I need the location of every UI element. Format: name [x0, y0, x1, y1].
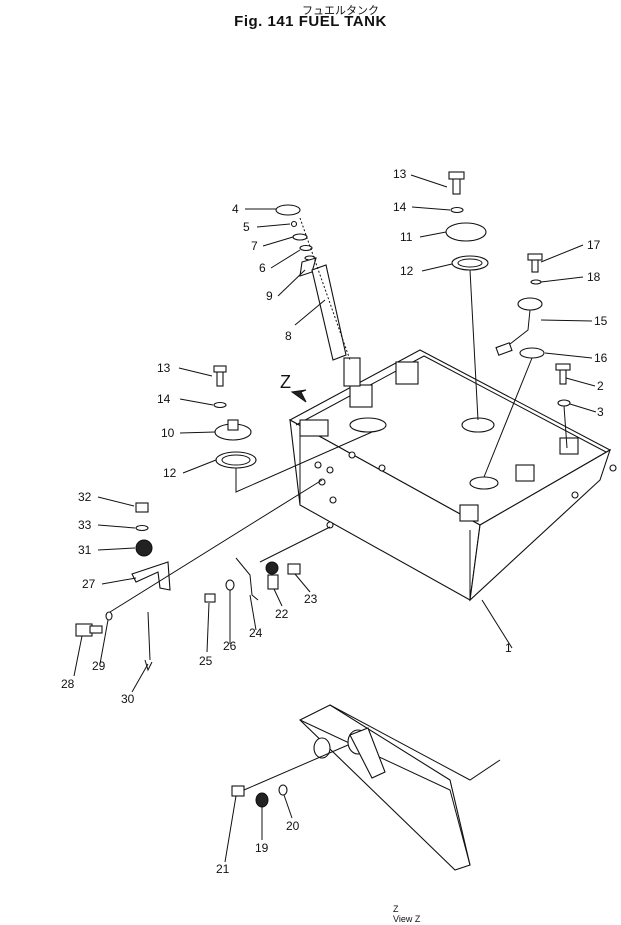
- callout-2: 2: [597, 379, 604, 393]
- knob-31: [135, 539, 153, 557]
- cover-11: [445, 222, 487, 242]
- tank-opening-left: [349, 417, 387, 433]
- callout-21: 21: [216, 862, 230, 876]
- callout-13-top: 13: [393, 167, 407, 181]
- drain-assembly: [75, 479, 331, 672]
- gauge-flange: [517, 297, 543, 311]
- callout-20: 20: [286, 819, 300, 833]
- callout-6: 6: [259, 261, 266, 275]
- callout-7: 7: [251, 239, 258, 253]
- callout-32: 32: [78, 490, 92, 504]
- callout-13-left: 13: [157, 361, 171, 375]
- leader-lines: [73, 174, 597, 863]
- plug-19: [255, 792, 269, 808]
- callout-28: 28: [61, 677, 75, 691]
- bolt-2-3: [555, 363, 571, 449]
- tank-block-4: [459, 504, 479, 522]
- callout-1: 1: [505, 641, 512, 655]
- tank-opening-front: [469, 476, 499, 490]
- view-z-arrow: Z: [280, 372, 307, 403]
- callout-26: 26: [223, 639, 237, 653]
- callout-25: 25: [199, 654, 213, 668]
- callout-18: 18: [587, 270, 601, 284]
- callout-10: 10: [161, 426, 175, 440]
- bracket-27: [131, 561, 171, 591]
- callout-27: 27: [82, 577, 96, 591]
- filler-cap: [275, 204, 301, 216]
- tank-block-3: [395, 361, 419, 385]
- callout-12-left: 12: [163, 466, 177, 480]
- oring-20: [278, 784, 288, 796]
- callout-11: 11: [400, 230, 413, 244]
- callout-15: 15: [594, 314, 608, 328]
- float: [495, 342, 513, 356]
- callout-23: 23: [304, 592, 318, 606]
- filler-neck: [343, 357, 361, 387]
- callout-5: 5: [243, 220, 250, 234]
- callout-4: 4: [232, 202, 239, 216]
- callout-30: 30: [121, 692, 135, 706]
- callout-9: 9: [266, 289, 273, 303]
- view-z-inset: [231, 704, 501, 871]
- gasket-16: [519, 347, 545, 359]
- callout-3: 3: [597, 405, 604, 419]
- tank-block-2: [349, 384, 373, 408]
- strainer: [311, 264, 347, 361]
- view-caption: Z View Z: [393, 904, 420, 924]
- japanese-title: フュエルタンク: [302, 5, 379, 17]
- tank-block-6: [559, 437, 579, 455]
- level-gauge-assembly: [483, 253, 545, 478]
- gauge-cover-left: [213, 365, 373, 493]
- gasket-12-top: [451, 255, 489, 271]
- callout-14-top: 14: [393, 200, 407, 214]
- tank-block-1: [299, 419, 329, 437]
- callout-24: 24: [249, 626, 263, 640]
- inset-tank-side: [299, 704, 471, 871]
- bolt-25: [204, 593, 216, 603]
- callout-17: 17: [587, 238, 601, 252]
- callout-12-top: 12: [400, 264, 414, 278]
- nut-32: [135, 502, 149, 513]
- callout-8: 8: [285, 329, 292, 343]
- callout-31: 31: [78, 543, 92, 557]
- callout-16: 16: [594, 351, 608, 365]
- fuel-tank-body: [288, 349, 617, 602]
- callout-19: 19: [255, 841, 269, 855]
- view-caption-line1: Z: [393, 904, 399, 914]
- callout-33: 33: [78, 518, 92, 532]
- figure-title: Fig. 141 FUEL TANK: [234, 13, 387, 30]
- view-z-label: Z: [280, 372, 291, 392]
- callout-22: 22: [275, 607, 289, 621]
- callout-29: 29: [92, 659, 106, 673]
- callout-14-left: 14: [157, 392, 171, 406]
- tank-right-face: [469, 448, 611, 602]
- tank-block-5: [515, 464, 535, 482]
- callout-numbers: 1 2 3 4 5 7 6 9 8 10 11 12 12 13 13 14 1…: [61, 167, 608, 876]
- view-caption-line2: View Z: [393, 914, 421, 924]
- gauge-cover-top: [445, 171, 489, 421]
- plug-21: [231, 785, 245, 797]
- tank-opening-center: [461, 417, 495, 433]
